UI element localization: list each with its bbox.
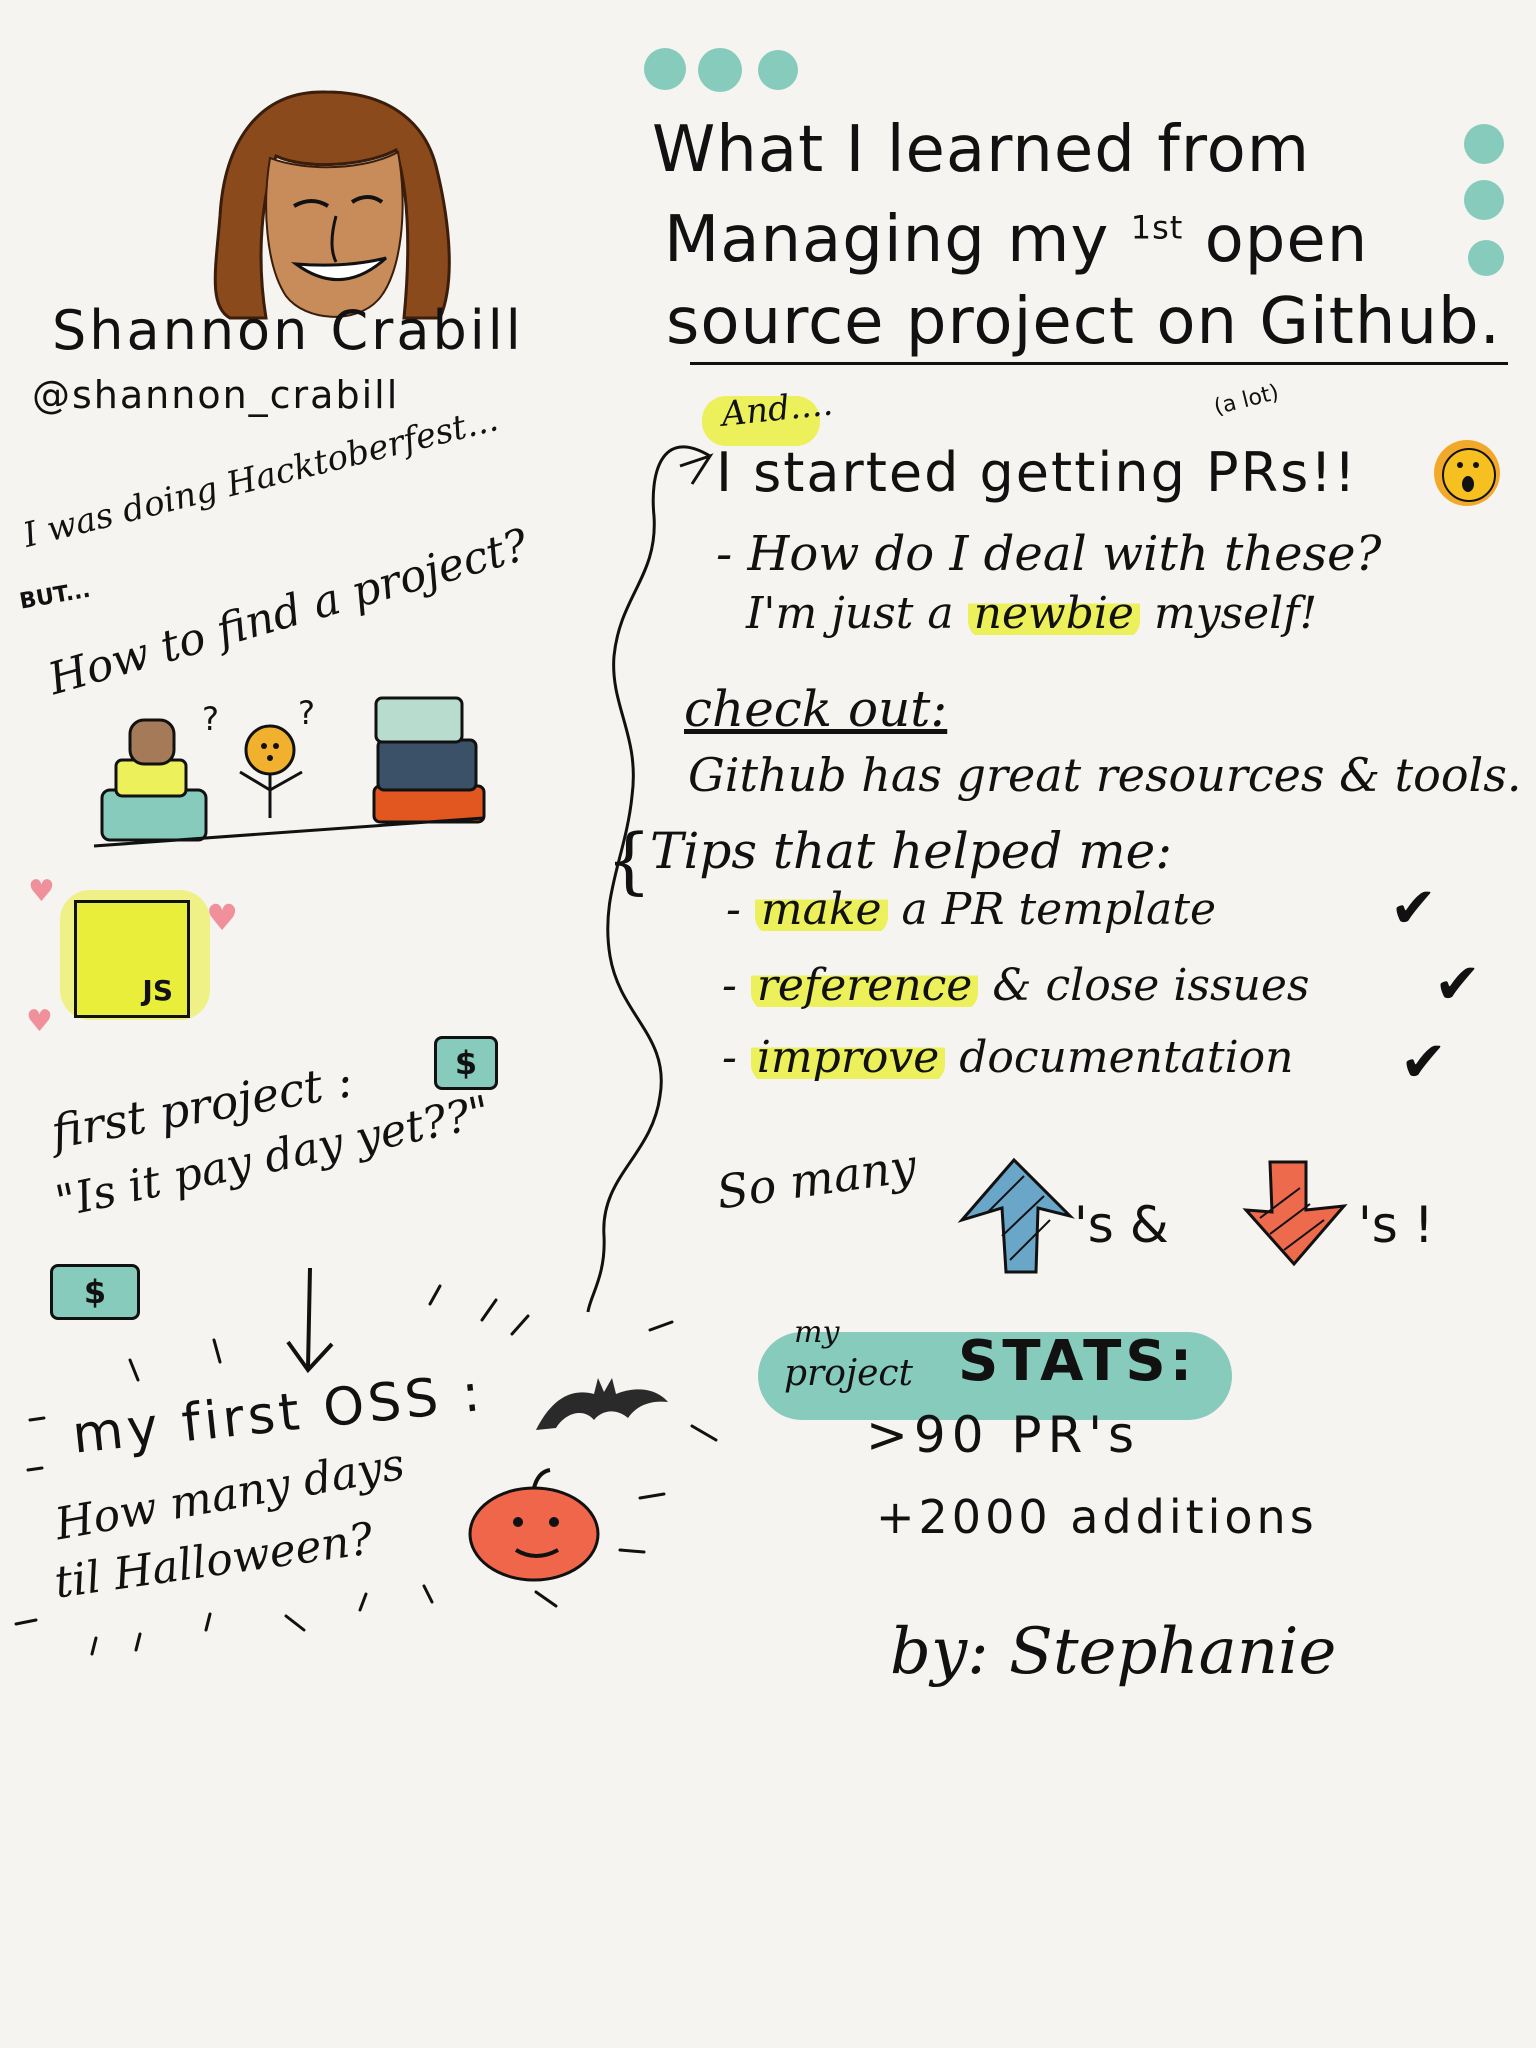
apostrophe-s-end: 's ! [1358,1196,1434,1254]
heart-icon-3: ♥ [26,1004,53,1039]
teal-dot-top-3 [758,50,798,90]
deal-question: - How do I deal with these? [716,526,1382,582]
teal-dot-top-2 [698,48,742,92]
intro-but: BUT... [17,577,93,615]
radiating-lines [14,1284,718,1656]
checkout-heading: check out: [684,680,948,738]
dollar-icon-1: $ [434,1036,498,1090]
byline: by: Stephanie [890,1615,1337,1689]
tip-2-highlight: reference [750,960,979,1011]
a-lot-note: (a lot) [1211,380,1282,421]
teal-dot-right-3 [1468,240,1504,276]
stats-project: project [784,1353,914,1394]
title-underline [690,362,1508,365]
brace-icon: { [606,818,652,902]
teal-dot-right-2 [1464,180,1504,220]
checkmark-icon-1: ✔ [1390,876,1437,941]
tip-item-3: - improve documentation [722,1032,1294,1083]
js-logo: JS [74,900,190,1018]
page-title-line-2-pre: Managing my [664,203,1110,277]
checkmark-icon-2: ✔ [1434,952,1481,1017]
downvote-arrow-icon [1242,1160,1348,1267]
tip-item-2: - reference & close issues [722,960,1310,1011]
author-handle: @shannon_crabill [32,373,400,417]
tips-heading: Tips that helped me: [650,822,1173,880]
tip-2-rest: & close issues [992,960,1310,1011]
connector-squiggle [586,445,714,1313]
intro-line-3: How to find a project? [42,519,534,706]
upvote-arrow-icon [957,1157,1075,1274]
searching-doodle: ? ? [93,694,486,848]
tip-1-rest: a PR template [901,884,1217,935]
author-portrait [213,90,451,320]
surprised-face-inner [1442,448,1496,502]
teal-dot-top-1 [644,48,686,90]
stats-highlight [758,1332,1232,1420]
stats-word: STATS: [958,1329,1197,1394]
bat-icon [536,1378,668,1430]
stats-my: my [794,1315,840,1350]
dollar-icon-2: $ [50,1264,140,1320]
heart-icon-1: ♥ [28,874,55,909]
tip-3-highlight: improve [750,1032,946,1083]
stat-additions: +2000 additions [876,1490,1318,1544]
tip-1-highlight: make [754,884,888,935]
pumpkin-icon [468,1468,600,1582]
newbie-post: myself! [1153,588,1318,639]
page-title-line-1: What I learned from [652,113,1311,187]
so-many-text: So many [713,1138,920,1220]
svg-text:?: ? [298,694,315,732]
and-highlight [702,396,820,446]
heart-icon-2: ♥ [206,898,239,939]
down-arrow-icon [286,1267,334,1374]
page-title-line-2: Managing my 1st open [664,208,1368,272]
page-title-line-3: source project on Github. [666,285,1501,359]
newbie-pre: I'm just a [746,588,954,639]
tip-item-1: - make a PR template [726,884,1217,935]
page-title-superscript: 1st [1130,208,1184,247]
teal-dot-right-1 [1464,124,1504,164]
started-prs: I started getting PRs!! [716,441,1358,504]
newbie-line: I'm just a newbie myself! [746,588,1317,639]
github-resources: Github has great resources & tools. [688,748,1522,802]
apostrophe-s-and: 's & [1074,1196,1169,1254]
author-name: Shannon Crabill [52,299,524,362]
tip-3-rest: documentation [959,1032,1294,1083]
page-title-line-2-post: open [1204,203,1369,277]
newbie-word: newbie [967,588,1140,639]
surprised-face-icon [1434,440,1500,506]
stat-prs: >90 PR's [866,1406,1141,1464]
svg-text:?: ? [202,700,219,738]
js-logo-text: JS [142,974,173,1007]
intro-line-1: I was doing Hacktoberfest... [19,399,503,556]
checkmark-icon-3: ✔ [1400,1030,1447,1095]
